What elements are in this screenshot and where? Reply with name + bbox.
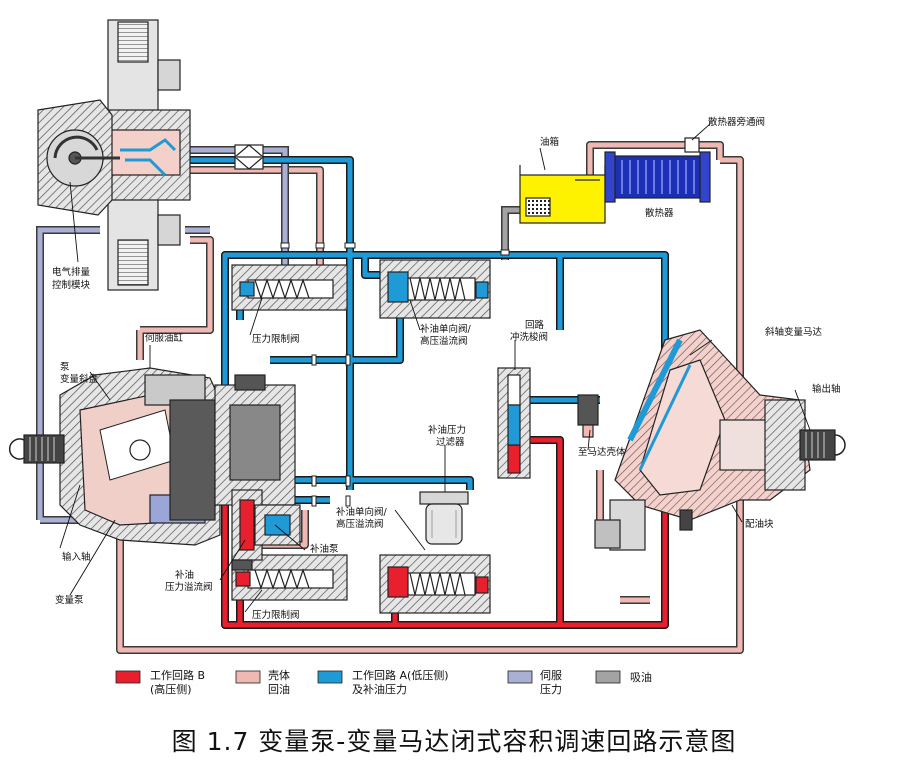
label-check-relief-top-1: 补油单向阀/ [420, 323, 472, 335]
label-output-shaft: 输出轴 [812, 383, 841, 395]
legend-label-1: 壳体 [268, 668, 290, 682]
legend-swatch [235, 670, 261, 684]
legend-swatch [317, 670, 343, 684]
suction-line [501, 206, 525, 260]
legend-swatch [595, 670, 621, 684]
label-charge-relief-1: 补油 [175, 569, 194, 581]
oil-cooler [604, 137, 711, 203]
check-relief-valve-bottom [379, 554, 491, 614]
label-charge-filter-1: 补油压力 [428, 424, 466, 436]
flushing-valve [497, 367, 599, 479]
hydraulic-diagram: 电气排量 控制模块 伺服油缸 泵 变量斜盘 输入轴 变量泵 压力限制阀 压力限制… [8, 19, 846, 696]
label-pressure-limit-bottom: 压力限制阀 [252, 609, 300, 621]
legend-label-1: 工作回路 B [150, 669, 205, 682]
input-shaft [8, 434, 65, 464]
servo-lines [36, 146, 289, 524]
legend-label-2: 回油 [268, 682, 290, 696]
high-pressure-lines [221, 436, 669, 629]
legend-label-1: 工作回路 A(低压侧) [352, 669, 449, 682]
legend-swatch [507, 670, 533, 684]
label-input-shaft: 输入轴 [62, 551, 91, 563]
label-motor: 斜轴变量马达 [765, 326, 823, 338]
label-check-relief-bottom-1: 补油单向阀/ [336, 506, 388, 518]
legend-label-2: 压力 [540, 683, 562, 696]
legend-label-2: 及补油压力 [352, 682, 407, 696]
label-charge-pump: 补油泵 [310, 543, 339, 555]
label-flushing-valve-1: 回路 [525, 319, 545, 331]
charge-pump [254, 504, 301, 546]
label-check-relief-top-2: 高压溢流阀 [420, 335, 468, 347]
figure-caption: 图 1.7 变量泵-变量马达闭式容积调速回路示意图 [171, 727, 737, 756]
label-servo-cylinder: 伺服油缸 [145, 332, 184, 344]
legend-item-servo: 伺服 压力 [507, 669, 562, 696]
label-tank: 油箱 [540, 136, 559, 148]
label-pump-2: 变量斜盘 [60, 373, 99, 385]
legend-item-high-pressure: 工作回路 B (高压侧) [115, 669, 205, 696]
label-cooler-bypass: 散热器旁通阀 [708, 116, 765, 128]
legend-item-suction: 吸油 [595, 670, 652, 684]
leader-lines [59, 123, 811, 613]
legend-item-low-pressure: 工作回路 A(低压侧) 及补油压力 [317, 669, 449, 696]
label-ecu-1: 电气排量 [52, 266, 91, 278]
bent-axis-motor [594, 329, 811, 551]
label-pump-1: 泵 [60, 362, 70, 373]
label-charge-filter-2: 过滤器 [436, 436, 465, 448]
reservoir-tank [519, 165, 606, 224]
check-relief-valve-top [379, 259, 491, 319]
variable-pump [59, 367, 296, 546]
legend-label-1: 吸油 [630, 670, 652, 684]
label-cooler: 散热器 [645, 207, 674, 219]
label-charge-relief-2: 压力溢流阀 [165, 581, 213, 593]
pipe-crossings [280, 242, 510, 507]
component-labels: 电气排量 控制模块 伺服油缸 泵 变量斜盘 输入轴 变量泵 压力限制阀 压力限制… [52, 116, 841, 621]
servo-control-housing [37, 99, 120, 216]
pressure-limit-valve-top [231, 264, 348, 311]
legend-swatch [115, 670, 141, 684]
label-check-relief-bottom-2: 高压溢流阀 [336, 518, 384, 530]
label-valve-block: 配油块 [745, 518, 774, 530]
label-flushing-valve-2: 冲洗梭阀 [510, 331, 548, 343]
electronic-displacement-control [94, 19, 264, 291]
charge-filter [419, 491, 469, 545]
legend: 工作回路 B (高压侧) 壳体 回油 工作回路 A(低压侧) 及补油压力 伺服 … [115, 668, 652, 696]
legend-item-case-drain: 壳体 回油 [235, 668, 290, 696]
label-pressure-limit-top: 压力限制阀 [252, 333, 300, 345]
label-to-motor-case: 至马达壳体 [578, 446, 626, 458]
legend-label-1: 伺服 [540, 669, 562, 682]
output-shaft [799, 429, 846, 461]
legend-label-2: (高压侧) [150, 682, 192, 696]
label-ecu-2: 控制模块 [52, 279, 91, 291]
label-variable-pump: 变量泵 [55, 594, 84, 606]
